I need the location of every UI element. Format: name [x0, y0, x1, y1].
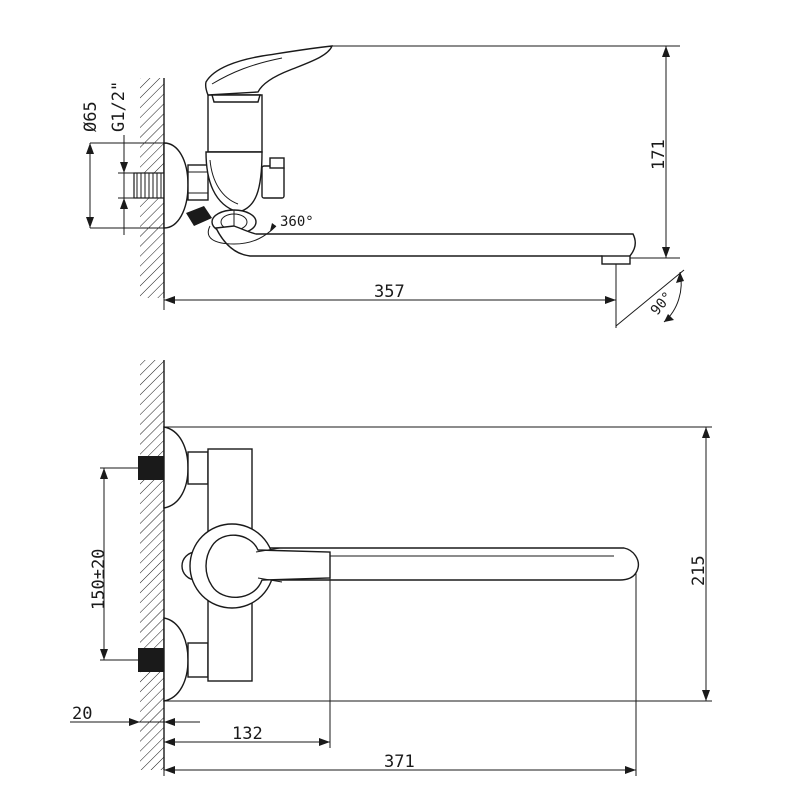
side-thread-label: G1/2": [109, 81, 129, 132]
side-eccentric-connector: [187, 164, 209, 201]
top-wall-hatch: [140, 360, 164, 770]
top-escutcheon-upper: [163, 426, 189, 509]
top-inlet-lower: [138, 617, 209, 702]
top-handle-lever: [205, 534, 331, 599]
top-offset-label: 20: [72, 704, 92, 724]
side-escutcheon: [163, 142, 189, 229]
top-height-label: 215: [689, 555, 709, 586]
side-shower-outlet-top: [269, 157, 285, 169]
side-height-label: 171: [649, 139, 669, 170]
top-connector-lower: [187, 642, 209, 678]
side-thread-pipe: [133, 172, 165, 199]
side-shower-outlet: [261, 165, 285, 199]
side-length-label: 357: [374, 282, 405, 302]
side-body-lower: [205, 151, 263, 213]
side-angle-line: [615, 269, 685, 327]
top-total-length-label: 371: [384, 752, 415, 772]
top-escutcheon-lower: [163, 617, 189, 702]
side-angle-label: 90°: [648, 289, 677, 319]
top-center-distance-label: 150±20: [89, 549, 109, 610]
top-connector-upper: [187, 451, 209, 485]
side-valve-body: [207, 94, 263, 153]
side-handle-cap: [211, 94, 261, 103]
side-diameter-label: Ø65: [81, 101, 101, 132]
top-inlet-upper: [138, 426, 209, 509]
side-handle: [204, 45, 334, 96]
side-spout-aerator: [601, 255, 631, 265]
side-diverter-lever: [186, 206, 212, 226]
side-view: 360° Ø65 G1/2" 171 357 90°: [81, 45, 685, 328]
side-rotation-label: 360°: [280, 214, 314, 230]
top-handle-distance-label: 132: [232, 724, 263, 744]
side-spout: [214, 225, 636, 263]
top-view: 150±20 215 20 132 371: [70, 360, 712, 776]
